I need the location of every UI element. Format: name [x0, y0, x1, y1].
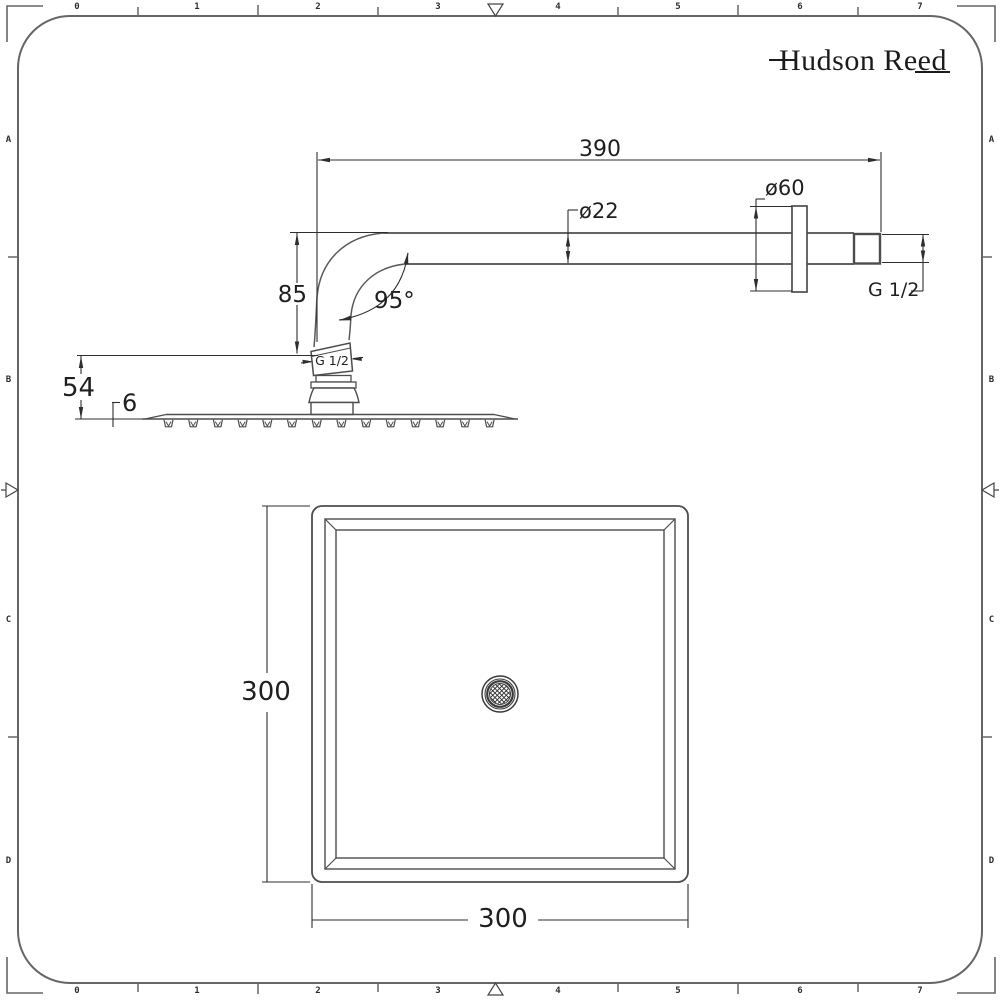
- border-frame: [1, 3, 999, 996]
- dim-label-flange-diameter: ø60: [765, 176, 805, 200]
- dim-label-head-thread: G 1/2: [315, 353, 349, 368]
- ruler-bottom-0: 0: [74, 986, 80, 996]
- ruler-bottom-1: 1: [194, 986, 200, 996]
- center-mark-left: [1, 481, 20, 499]
- dim-label-drop: 85: [277, 282, 307, 308]
- dim-label-arm-length: 390: [579, 137, 621, 162]
- logo-right-stroke: [915, 71, 950, 74]
- corner-mark-bottom-right: [957, 957, 996, 994]
- dim-label-head-height: 54: [62, 373, 96, 403]
- dim-label-arm-diameter: ø22: [579, 199, 619, 223]
- corner-mark-top-right: [957, 5, 996, 42]
- ruler-right-B: B: [988, 375, 995, 385]
- ruler-bottom-2: 2: [315, 986, 321, 996]
- arm-bend-outer-curve: [313, 232, 384, 348]
- dim-label-angle: 95°: [374, 288, 415, 314]
- ruler-top-6: 6: [797, 2, 803, 12]
- ruler-bottom-4: 4: [555, 986, 561, 996]
- connector-collar-upper: [315, 374, 352, 383]
- ruler-top-3: 3: [435, 2, 441, 12]
- side-view-drawing: [142, 205, 882, 428]
- logo-left-stroke: [769, 59, 797, 62]
- ruler-ticks-top: [137, 5, 859, 16]
- brand-logo: Hudson Reed: [769, 44, 969, 78]
- head-plate-left-bevel: [144, 413, 167, 420]
- dim-label-wall-thread: G 1/2: [868, 279, 920, 301]
- connector-flare: [308, 387, 360, 404]
- plan-view-drawing: [311, 505, 689, 883]
- head-mount-block: [310, 401, 354, 416]
- corner-mark-top-left: [6, 5, 43, 42]
- ruler-right-A: A: [988, 135, 995, 145]
- arm-bend-inner-curve: [348, 263, 406, 341]
- inlet-mesh: [490, 684, 510, 704]
- ruler-top-4: 4: [555, 2, 561, 12]
- head-plate-right-bevel: [493, 413, 516, 420]
- ruler-bottom-6: 6: [797, 986, 803, 996]
- head-outer-square: [311, 505, 689, 883]
- ruler-top-7: 7: [917, 2, 923, 12]
- ruler-bottom-5: 5: [675, 986, 681, 996]
- ruler-top-0: 0: [74, 2, 80, 12]
- ruler-left-A: A: [5, 135, 12, 145]
- ruler-ticks-right: [982, 256, 992, 738]
- ruler-ticks-bottom: [137, 983, 859, 994]
- ruler-right-C: C: [988, 615, 995, 625]
- ruler-top-5: 5: [675, 2, 681, 12]
- ruler-left-D: D: [5, 856, 12, 866]
- dim-label-plan-width: 300: [478, 904, 528, 934]
- ruler-bottom-7: 7: [917, 986, 923, 996]
- dim-label-plate-thickness: 6: [122, 389, 138, 417]
- center-mark-right: [980, 481, 999, 499]
- corner-mark-bottom-left: [6, 957, 43, 994]
- wall-flange: [791, 205, 808, 293]
- water-inlet: [481, 675, 519, 713]
- head-bevel-inner-square: [335, 529, 665, 859]
- wall-thread-end: [852, 232, 882, 265]
- dim-label-plan-height: 300: [241, 677, 291, 707]
- ruler-left-B: B: [5, 375, 12, 385]
- dim-arc-95: [338, 252, 409, 321]
- ruler-top-1: 1: [194, 2, 200, 12]
- center-mark-top: [486, 3, 505, 18]
- head-bevel-corner-lines: [325, 519, 675, 869]
- ruler-left-C: C: [5, 615, 12, 625]
- ruler-top-2: 2: [315, 2, 321, 12]
- plan-view-dimensions: [262, 505, 689, 928]
- center-mark-bottom: [486, 981, 505, 996]
- side-view-dimensions: [75, 152, 929, 427]
- ruler-right-D: D: [988, 856, 995, 866]
- head-bevel-outer-square: [324, 518, 676, 870]
- head-thread-section: [310, 342, 354, 377]
- ruler-ticks-left: [8, 256, 18, 738]
- spray-nozzles: [163, 419, 495, 428]
- ruler-bottom-3: 3: [435, 986, 441, 996]
- frame-border: [17, 15, 983, 984]
- connector-collar-lower: [310, 381, 357, 389]
